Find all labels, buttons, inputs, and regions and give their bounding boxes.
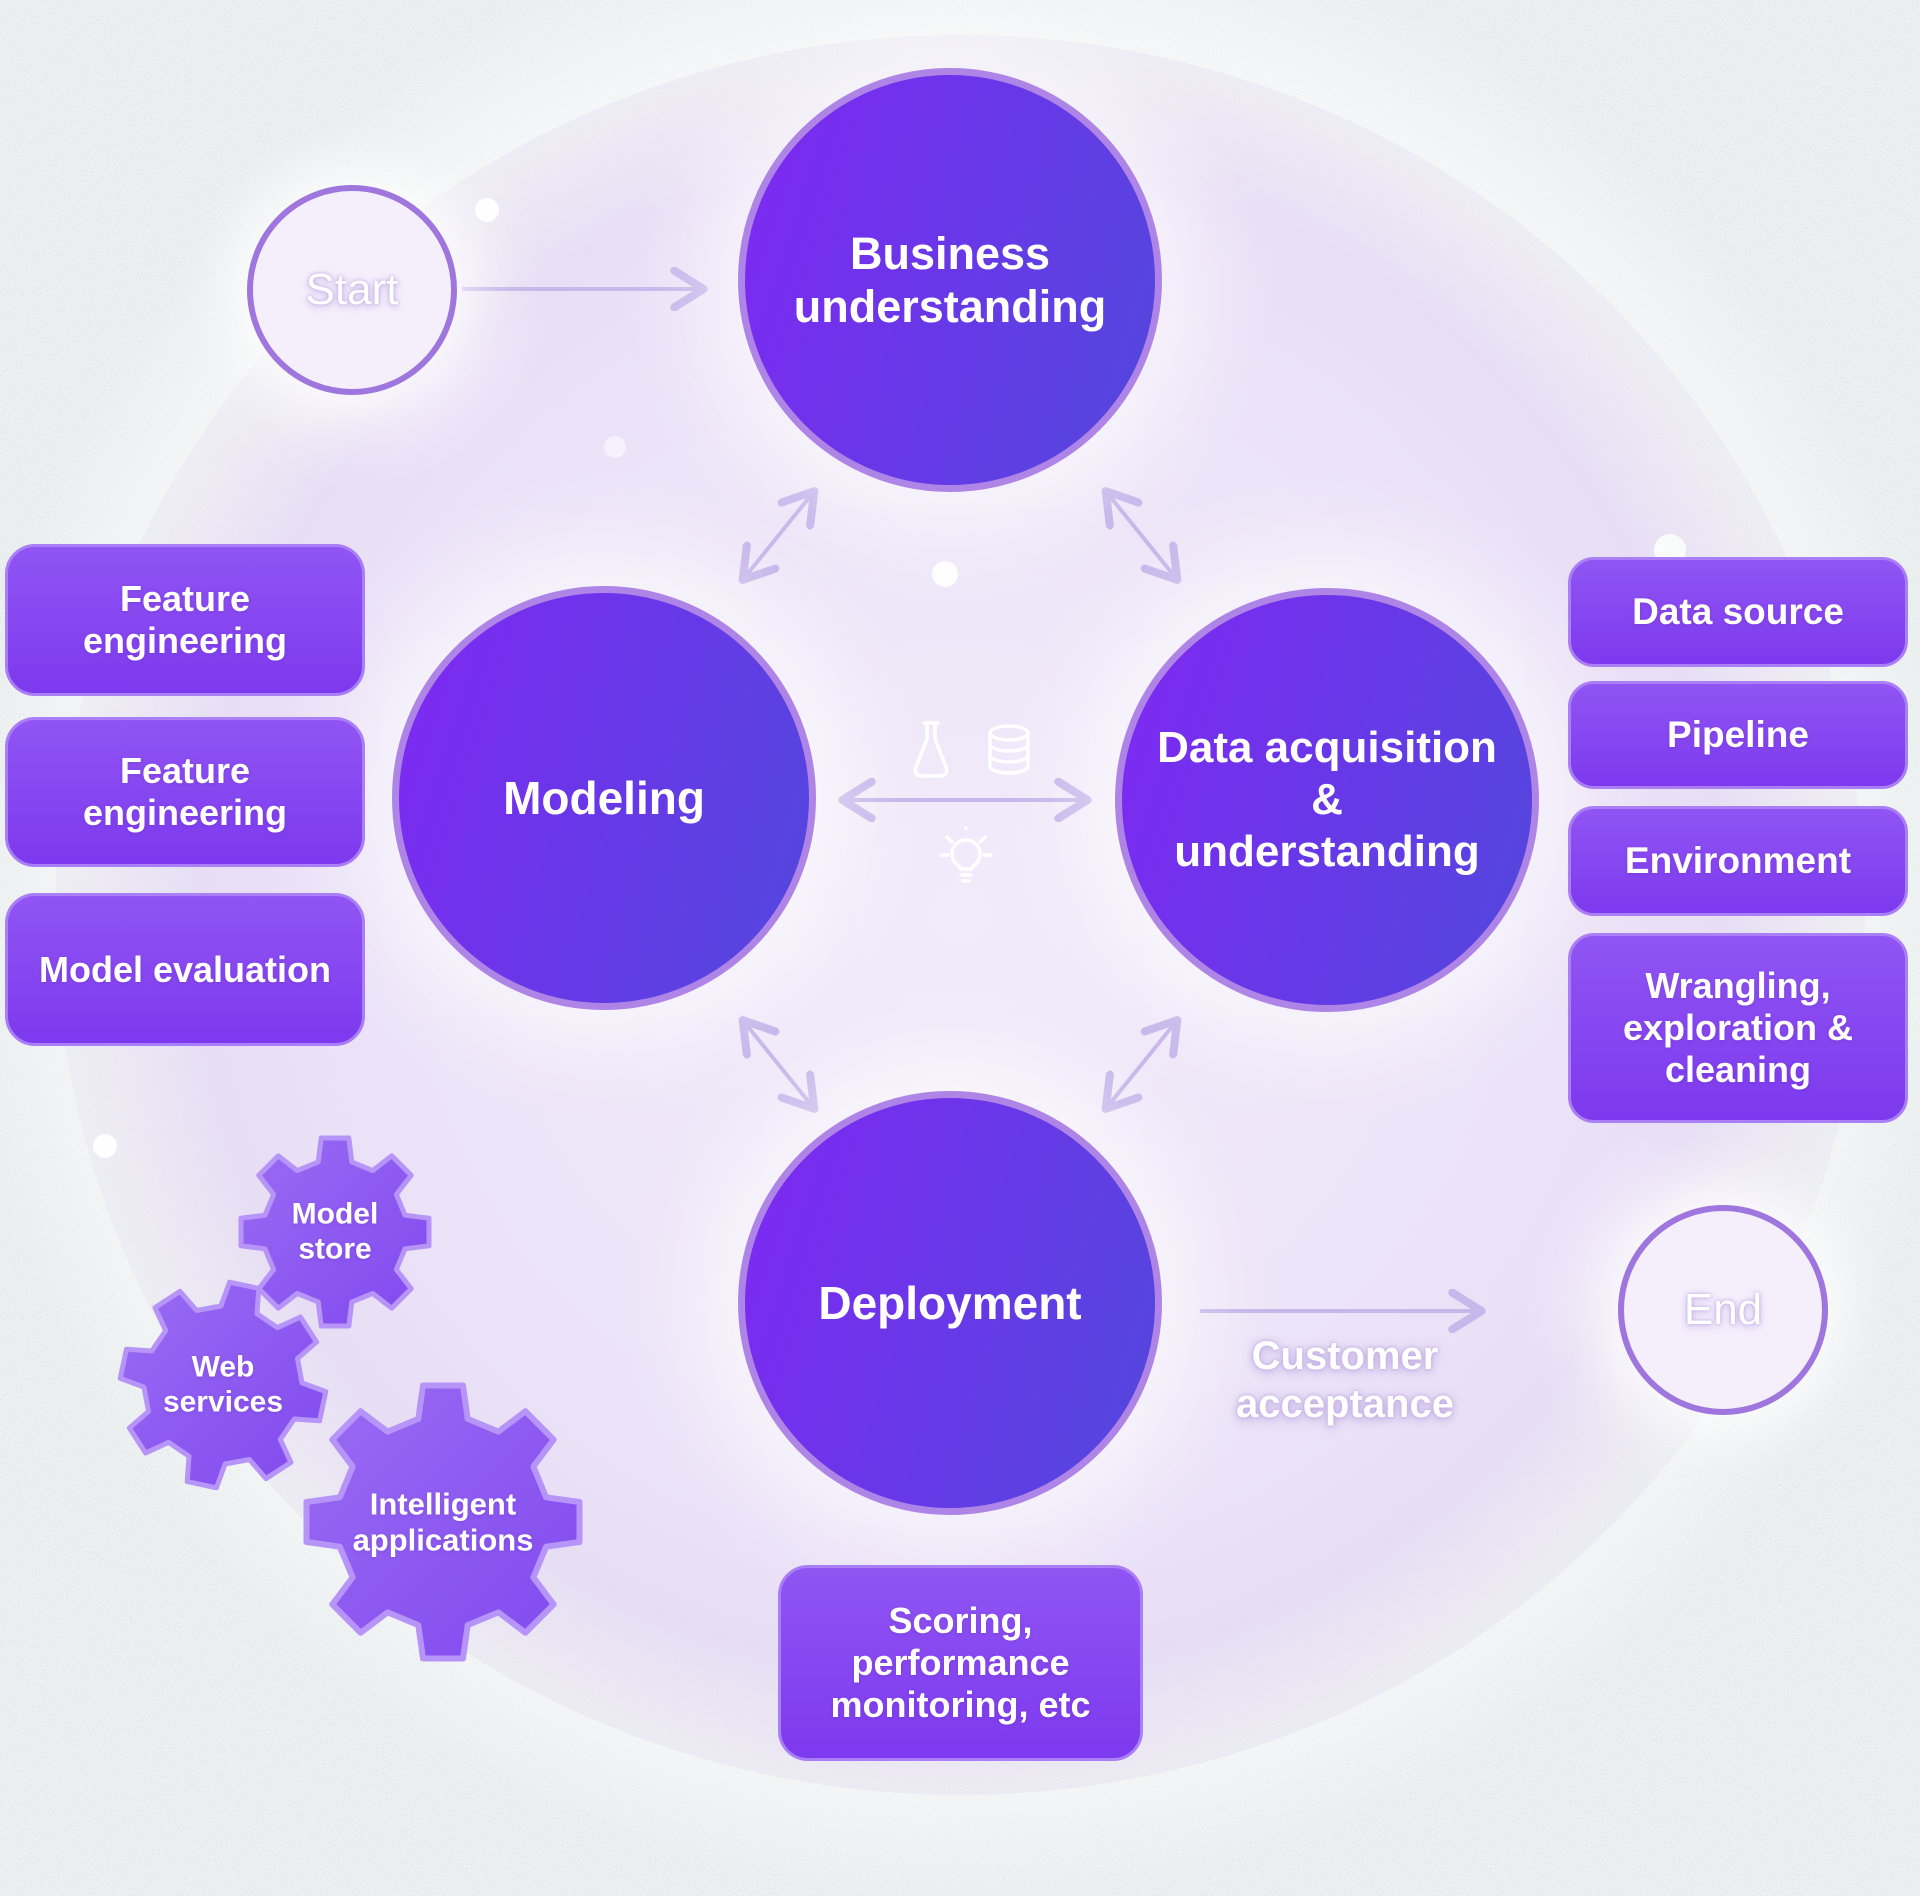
white-dot: [932, 561, 958, 587]
stage-label: Modeling: [503, 771, 705, 824]
box-feature-engineering-2: Feature engineering: [5, 717, 365, 867]
database-icon: [988, 724, 1030, 775]
white-dot: [93, 1134, 117, 1158]
stage-label: Data acquisition & understanding: [1157, 723, 1497, 876]
box-label: Feature engineering: [82, 578, 288, 661]
start-label: Start: [305, 265, 399, 314]
box-scoring-performance-monitoring: Scoring, performance monitoring, etc: [778, 1565, 1143, 1761]
start-node: Start: [247, 185, 457, 395]
gear-intelligent-applications: Intelligent applications: [288, 1367, 598, 1677]
stage-business-understanding: Business understanding: [738, 68, 1162, 492]
stage-label: Business understanding: [793, 227, 1107, 332]
box-label: Wrangling, exploration & cleaning: [1622, 965, 1854, 1090]
box-label: Scoring, performance monitoring, etc: [830, 1600, 1091, 1725]
box-data-source: Data source: [1568, 557, 1908, 667]
white-dot: [604, 436, 626, 458]
end-node: End: [1618, 1205, 1828, 1415]
gear-label: Model store: [291, 1197, 379, 1266]
gear-label: Web services: [162, 1350, 284, 1419]
white-dot: [475, 198, 499, 222]
stage-modeling: Modeling: [392, 586, 816, 1010]
end-label: End: [1683, 1285, 1763, 1334]
customer-acceptance-label: Customer acceptance: [1236, 1334, 1454, 1426]
box-feature-engineering-1: Feature engineering: [5, 544, 365, 696]
box-label: Model evaluation: [38, 948, 332, 990]
box-environment: Environment: [1568, 806, 1908, 916]
box-label: Pipeline: [1667, 713, 1809, 755]
gear-label: Intelligent applications: [352, 1486, 534, 1557]
stage-deployment: Deployment: [738, 1091, 1162, 1515]
arrow-modeling-deployment: [745, 1023, 812, 1106]
flask-icon: [913, 721, 949, 778]
box-label: Data source: [1632, 590, 1844, 632]
box-label: Feature engineering: [82, 750, 288, 833]
arrow-business-dataacq: [1108, 494, 1175, 577]
box-model-evaluation: Model evaluation: [5, 893, 365, 1046]
stage-data-acquisition-understanding: Data acquisition & understanding: [1115, 588, 1539, 1012]
box-label: Environment: [1624, 839, 1852, 881]
arrow-business-modeling: [745, 494, 812, 577]
stage-label: Deployment: [818, 1276, 1082, 1329]
arrow-dataacq-deployment: [1108, 1023, 1175, 1106]
box-pipeline: Pipeline: [1568, 681, 1908, 789]
lightbulb-icon: [939, 826, 993, 883]
box-wrangling-exploration-cleaning: Wrangling, exploration & cleaning: [1568, 933, 1908, 1123]
